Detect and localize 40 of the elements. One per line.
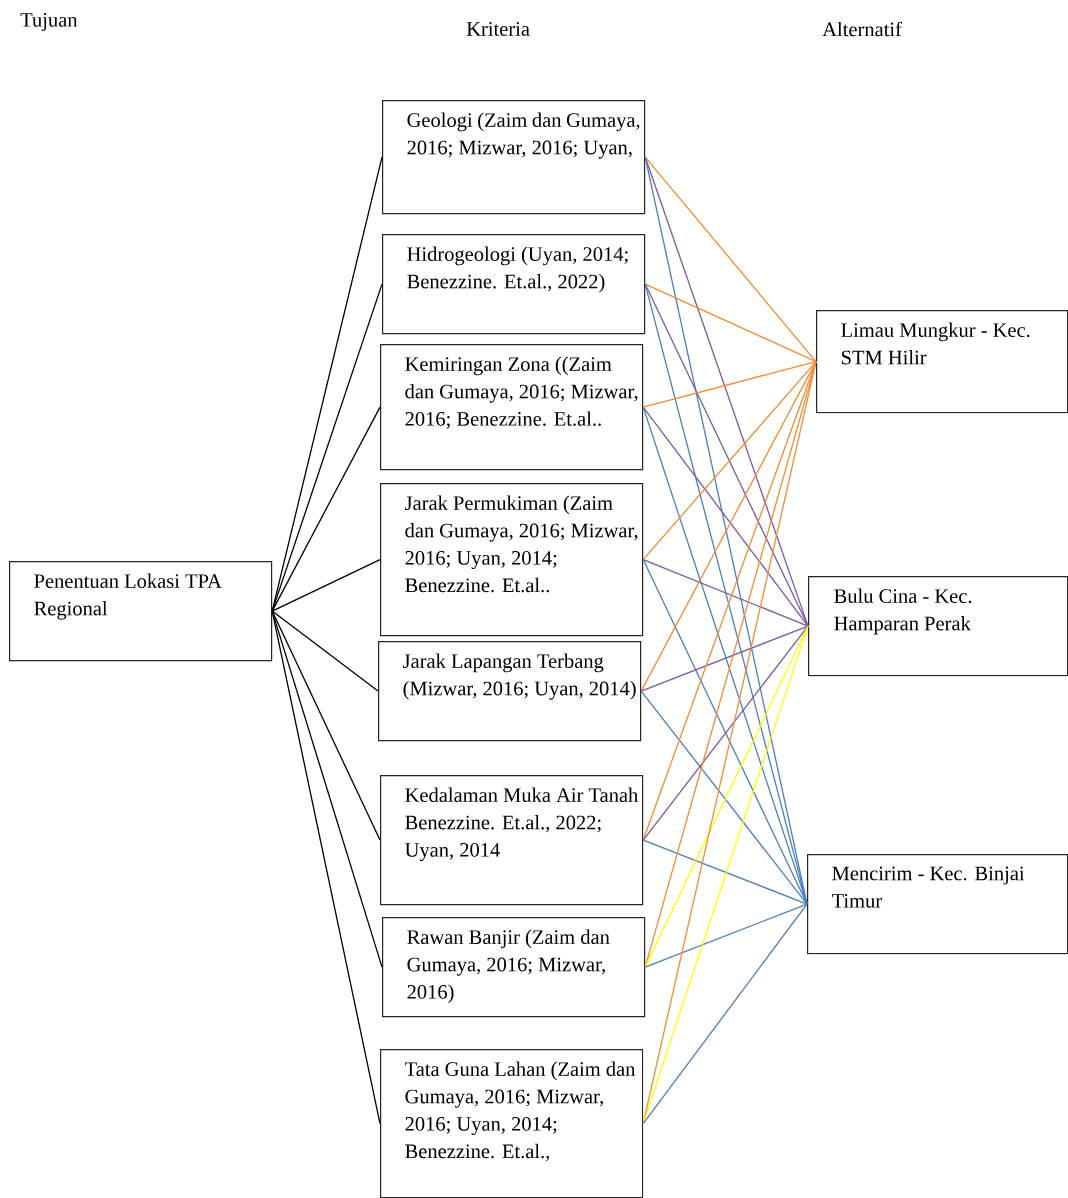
criterion-box: Tata Guna Lahan (Zaim dan Gumaya, 2016; Mizwar, 2016; Uyan, 2014; Benezzine. Et.al., bbox=[380, 1049, 644, 1198]
column-heading: Alternatif bbox=[822, 21, 902, 37]
connector-line bbox=[644, 156, 809, 627]
connector-line bbox=[642, 406, 809, 627]
connector-line bbox=[644, 903, 808, 968]
goal-box: Penentuan Lokasi TPA Regional bbox=[9, 561, 273, 662]
criterion-box: Jarak Lapangan Terbang (Mizwar, 2016; Uyan, 2014) bbox=[378, 641, 642, 742]
connector-line bbox=[642, 406, 808, 905]
connector-line bbox=[271, 610, 381, 841]
connector-line bbox=[642, 903, 808, 1125]
connector-line bbox=[644, 283, 808, 905]
connector-line bbox=[642, 625, 809, 1125]
column-heading: Kriteria bbox=[466, 22, 530, 36]
connector-line bbox=[271, 406, 381, 612]
connector-line bbox=[640, 360, 817, 692]
connector-line bbox=[642, 625, 809, 841]
connector-line bbox=[271, 610, 383, 968]
connector-line bbox=[644, 283, 817, 363]
alternative-box: Bulu Cina - Kec. Hamparan Perak bbox=[808, 576, 1068, 677]
alternative-box: Mencirim - Kec. Binjai Timur bbox=[807, 854, 1068, 955]
connector-line bbox=[271, 283, 383, 612]
connector-line bbox=[642, 558, 809, 627]
criterion-box: Kedalaman Muka Air Tanah Benezzine. Et.al., 2022; Uyan, 2014 bbox=[380, 775, 644, 906]
criterion-box: Geologi (Zaim dan Gumaya, 2016; Mizwar, 2016; Uyan, bbox=[382, 100, 646, 215]
column-heading: Tujuan bbox=[20, 13, 78, 31]
criterion-box: Jarak Permukiman (Zaim dan Gumaya, 2016; Mizwar, 2016; Uyan, 2014; Benezzine. Et.al.. bbox=[380, 483, 644, 637]
connector-line bbox=[640, 625, 809, 692]
connector-line bbox=[640, 690, 808, 905]
connector-line bbox=[271, 610, 381, 1125]
connector-line bbox=[642, 360, 817, 561]
criterion-box: Hidrogeologi (Uyan, 2014; Benezzine. Et.al., 2022) bbox=[382, 234, 646, 335]
connector-line bbox=[271, 558, 381, 612]
connector-line bbox=[642, 360, 817, 408]
connector-line bbox=[644, 625, 809, 968]
criterion-box: Rawan Banjir (Zaim dan Gumaya, 2016; Mizwar, 2016) bbox=[382, 917, 646, 1018]
alternative-box: Limau Mungkur - Kec. STM Hilir bbox=[816, 310, 1068, 414]
connector-line bbox=[642, 839, 808, 905]
connector-line bbox=[644, 156, 817, 363]
connector-line bbox=[271, 610, 379, 692]
criterion-box: Kemiringan Zona ((Zaim dan Gumaya, 2016; Mizwar, 2016; Benezzine. Et.al.. bbox=[380, 344, 644, 471]
